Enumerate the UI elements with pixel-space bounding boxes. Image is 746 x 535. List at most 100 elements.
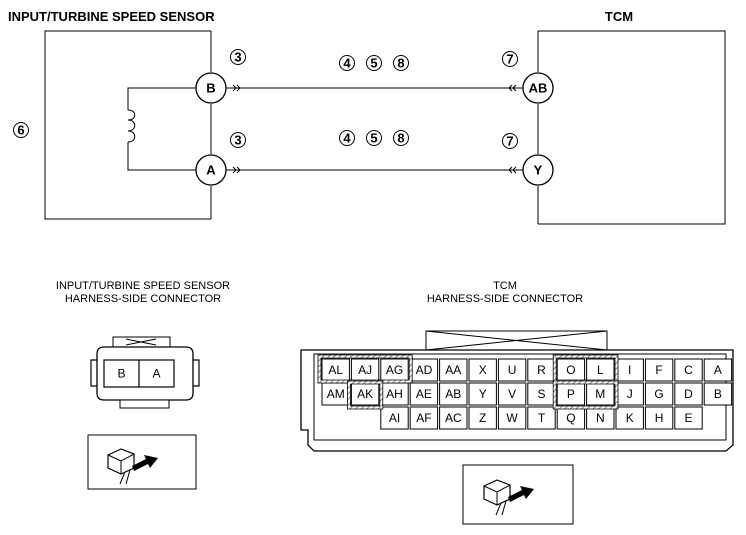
tcm-pin-cell: [439, 382, 468, 406]
tcm-pin-h: H: [655, 411, 664, 425]
tcm-pin-cell: [439, 406, 468, 430]
tcm-pin-cell: [409, 382, 439, 406]
tcm-pin-a: A: [714, 363, 722, 377]
tcm-pin-aa: AA: [445, 363, 461, 377]
tcm-pin-w: W: [506, 411, 518, 425]
tcm-pin-am: AM: [327, 387, 345, 401]
svg-text:A: A: [206, 163, 216, 178]
tcm-pin-cell: [468, 358, 497, 382]
tcm-pin-q: Q: [566, 411, 575, 425]
tcm-key-zone: [347, 380, 384, 410]
ref-number-8-upper: 8: [393, 55, 409, 71]
tcm-pin-cell: [703, 382, 733, 406]
sensor-title: INPUT/TURBINE SPEED SENSOR: [8, 9, 215, 24]
svg-text:7: 7: [506, 52, 513, 67]
svg-text:B: B: [206, 81, 215, 96]
ref-number-5-upper: 5: [366, 55, 382, 71]
tcm-pin-ah: AH: [386, 387, 403, 401]
tcm-pin-f: F: [655, 363, 662, 377]
tcm-terminal-ab: AB: [522, 72, 554, 104]
tcm-pin-u: U: [508, 363, 517, 377]
tcm-pin-cell: [674, 382, 703, 406]
ref-number-7-lower: 7: [502, 133, 518, 149]
tcm-pin-n: N: [596, 411, 605, 425]
tcm-pin-al: AL: [328, 363, 343, 377]
sensor-pin-b: B: [117, 367, 125, 381]
tcm-pin-ad: AD: [416, 363, 433, 377]
svg-text:4: 4: [343, 131, 351, 146]
tcm-pin-i: I: [628, 363, 631, 377]
ref-number-3-upper: 3: [230, 49, 246, 65]
tcm-pin-d: D: [684, 387, 693, 401]
ref-number-7-upper: 7: [502, 51, 518, 67]
tcm-pin-j: J: [627, 387, 633, 401]
tcm-key-zone: [317, 354, 413, 384]
tcm-pin-cell: [644, 382, 674, 406]
tcm-pin-y: Y: [479, 387, 487, 401]
tcm-pin-aj: AJ: [358, 363, 372, 377]
tcm-pin-v: V: [508, 387, 516, 401]
svg-text:3: 3: [234, 50, 241, 65]
harness-wire-lower: [226, 166, 523, 174]
tcm-pin-ai: AI: [389, 411, 400, 425]
tcm-pin-cell: [439, 358, 468, 382]
tcm-key-zone: [552, 380, 619, 410]
svg-text:6: 6: [17, 123, 24, 138]
sensor-connector-caption-line1: INPUT/TURBINE SPEED SENSOR: [56, 280, 230, 292]
sensor-pin-a: A: [152, 367, 160, 381]
tcm-pin-s: S: [537, 387, 545, 401]
ref-number-8-lower: 8: [393, 130, 409, 146]
tcm-pin-cell: [527, 406, 556, 430]
tcm-pin-cell: [674, 358, 703, 382]
tcm-pin-r: R: [537, 363, 546, 377]
tcm-pin-l: L: [597, 363, 604, 377]
tcm-pin-cell: [468, 382, 497, 406]
tcm-pin-o: O: [566, 363, 575, 377]
tcm-pin-cell: [703, 358, 733, 382]
sensor-terminal-b: B: [195, 72, 227, 104]
tcm-pin-ak: AK: [357, 387, 373, 401]
coil-symbol: [127, 87, 196, 171]
tcm-pin-p: P: [567, 387, 575, 401]
tcm-pin-b: B: [714, 387, 722, 401]
tcm-pin-x: X: [479, 363, 487, 377]
ref-number-4-lower: 4: [339, 130, 355, 146]
svg-text:Y: Y: [534, 163, 543, 178]
tcm-pin-cell: [409, 406, 439, 430]
tcm-pin-cell: [497, 358, 527, 382]
ref-number-4-upper: 4: [339, 55, 355, 71]
tcm-pin-cell: [644, 406, 674, 430]
tcm-pin-g: G: [654, 387, 663, 401]
svg-text:5: 5: [370, 131, 377, 146]
tcm-pin-c: C: [684, 363, 693, 377]
tcm-pin-z: Z: [479, 411, 486, 425]
tcm-pin-ac: AC: [445, 411, 462, 425]
tcm-pin-cell: [644, 358, 674, 382]
tcm-title: TCM: [605, 9, 633, 24]
svg-text:AB: AB: [529, 81, 548, 96]
svg-text:7: 7: [506, 134, 513, 149]
sensor-box: [44, 30, 212, 220]
tcm-pin-cell: [380, 406, 409, 430]
tcm-connector-caption-line1: TCM: [493, 280, 517, 292]
svg-text:3: 3: [234, 133, 241, 148]
ref-number-6: 6: [13, 122, 29, 138]
svg-text:5: 5: [370, 56, 377, 71]
tcm-pin-ae: AE: [416, 387, 432, 401]
tcm-pin-cell: [615, 406, 644, 430]
tcm-pin-af: AF: [416, 411, 431, 425]
tcm-pin-t: T: [538, 411, 546, 425]
connector-view-icon: [462, 464, 574, 525]
tcm-pin-cell: [468, 406, 497, 430]
tcm-pin-cell: [497, 406, 527, 430]
tcm-connector-caption-line2: HARNESS-SIDE CONNECTOR: [427, 293, 583, 305]
tcm-pin-ab: AB: [445, 387, 461, 401]
tcm-terminal-y: Y: [522, 154, 554, 186]
svg-text:8: 8: [397, 56, 404, 71]
tcm-pin-ag: AG: [386, 363, 403, 377]
tcm-pin-k: K: [626, 411, 634, 425]
tcm-pin-cell: [497, 382, 527, 406]
